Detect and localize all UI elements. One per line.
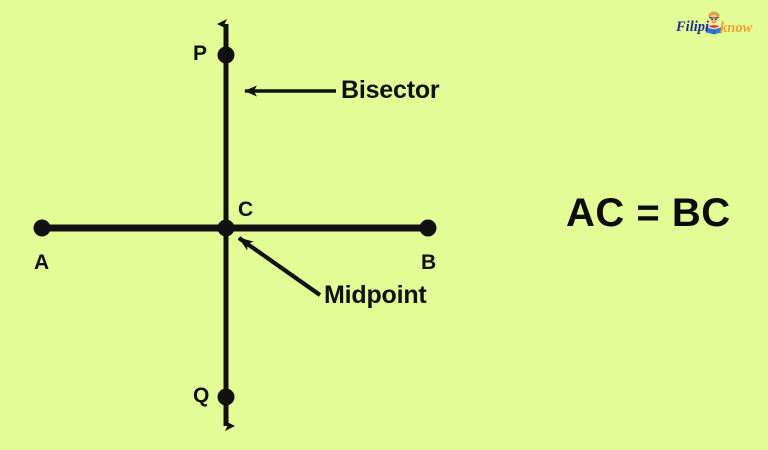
annotation-label-midpoint: Midpoint: [324, 281, 427, 309]
point-a-dot: [33, 219, 51, 237]
filipiknow-logo-mark: Filipi know: [676, 11, 753, 36]
logo-text-primary: Filipi: [676, 19, 709, 35]
logo-text-secondary: know: [720, 20, 753, 36]
equation-text: AC = BC: [566, 191, 731, 235]
filipiknow-logo[interactable]: Filipi know: [676, 8, 756, 40]
point-p-dot: [217, 46, 235, 64]
point-label-a: A: [34, 251, 49, 274]
point-q-dot: [217, 388, 235, 406]
point-label-p: P: [193, 42, 207, 65]
point-c-dot: [217, 219, 235, 237]
annotation-label-bisector: Bisector: [341, 76, 440, 104]
point-label-q: Q: [193, 384, 210, 407]
point-label-c: C: [238, 198, 253, 221]
point-label-b: B: [421, 251, 436, 274]
point-b-dot: [419, 219, 437, 237]
midpoint-annotation-arrow: [237, 236, 322, 297]
mascot-icon: [705, 11, 723, 35]
